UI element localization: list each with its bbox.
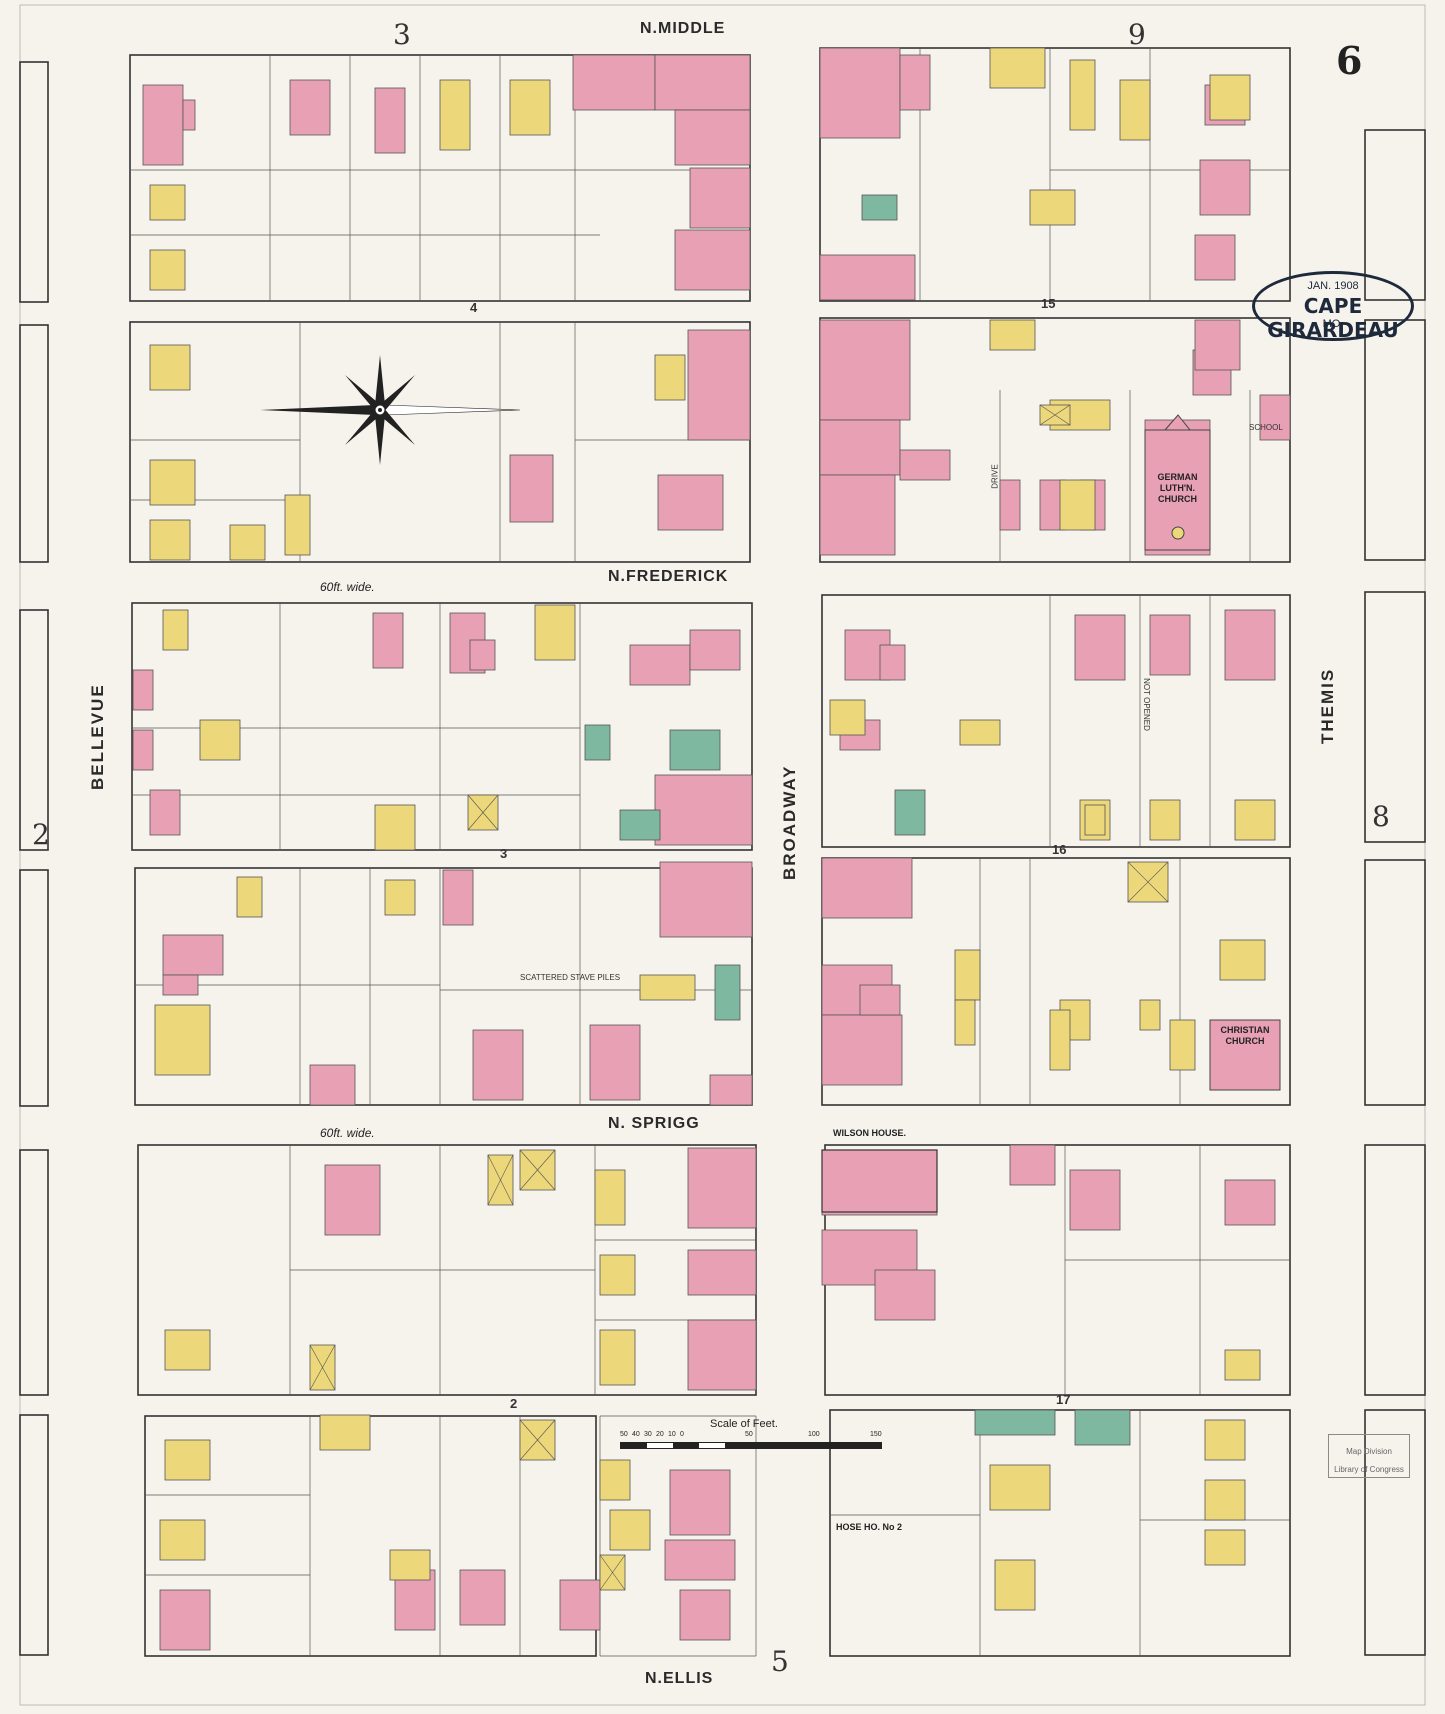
block-2 [144,1415,597,1657]
stave-piles-label: SCATTERED STAVE PILES [520,973,621,982]
stamp-state: MO. [1322,318,1344,330]
scale-tick: 150 [870,1431,882,1438]
library-stamp-line: Library of Congress [1334,1465,1404,1474]
drive-label: DRIVE [990,464,1000,489]
scale-tick: 10 [668,1431,676,1438]
street-bellevue: BELLEVUE [88,683,107,790]
scale-tick: 50 [745,1431,753,1438]
compass-rose [260,355,521,465]
street-broadway: BROADWAY [780,764,799,881]
german-church-shape [1144,414,1211,551]
block-number: 4 [470,300,478,315]
street-width-label: 60ft. wide. [320,580,375,594]
block-number: 3 [500,846,508,861]
wilson-house-shape [821,1149,938,1213]
sheet-ref-north: 3 [393,18,411,51]
title-stamp: JAN. 1908 CAPE GIRARDEAU MO. [1252,271,1414,342]
sheet-ref-south: 5 [771,1645,789,1678]
block-16-north [821,594,1291,848]
scale-tick: 20 [656,1431,664,1438]
block-number: 17 [1056,1392,1071,1407]
sheet-ref-east: 8 [1372,800,1390,833]
scale-tick: 40 [632,1431,640,1438]
block-4-south [129,321,751,563]
scale-of-feet: Scale of Feet. 50 40 30 20 10 0 50 100 1… [620,1418,890,1458]
block-number: 2 [510,1396,518,1411]
street-n-middle: N.MIDDLE [640,20,726,37]
christian-church-label: CHRISTIAN CHURCH [1220,1025,1270,1046]
scale-tick: 30 [644,1431,652,1438]
block-number: 15 [1041,296,1056,311]
library-stamp: Map Division Library of Congress [1328,1434,1410,1478]
street-n-ellis: N.ELLIS [645,1670,714,1687]
street-width-label: 60ft. wide. [320,1126,375,1140]
library-stamp-line: Map Division [1346,1447,1392,1456]
shed-crosses [309,404,1169,1591]
frame-buildings [149,47,1276,1611]
christian-church-shape [1209,1019,1281,1091]
scale-tick: 100 [808,1431,820,1438]
block-15-north [819,47,1291,302]
street-n-sprigg: N. SPRIGG [608,1115,700,1132]
page-number: 6 [1336,38,1363,83]
german-church-label: GERMAN LUTH'N. CHURCH [1157,472,1198,504]
hose-house-label: HOSE HO. No 2 [836,1522,903,1532]
scale-bar [620,1442,882,1449]
stamp-date: JAN. 1908 [1307,280,1359,292]
school-label: SCHOOL [1249,423,1283,432]
scale-tick: 50 [620,1431,628,1438]
scale-title: Scale of Feet. [710,1418,778,1430]
iron-clad-buildings [584,194,1131,1446]
block-number: 16 [1052,842,1067,857]
wilson-house-label: WILSON HOUSE. [833,1128,907,1138]
sheet-ref-west: 2 [32,818,50,851]
street-n-frederick: N.FREDERICK [608,568,729,585]
scale-tick: 0 [680,1431,684,1438]
block-3 [134,867,753,1106]
stamp-city: CAPE GIRARDEAU [1267,294,1399,342]
block-3-north [131,602,753,851]
street-themis: THEMIS [1318,667,1337,744]
sheet-ref-northeast: 9 [1128,18,1146,51]
block-17 [829,1409,1291,1657]
not-opened-label: NOT OPENED [1141,678,1151,731]
